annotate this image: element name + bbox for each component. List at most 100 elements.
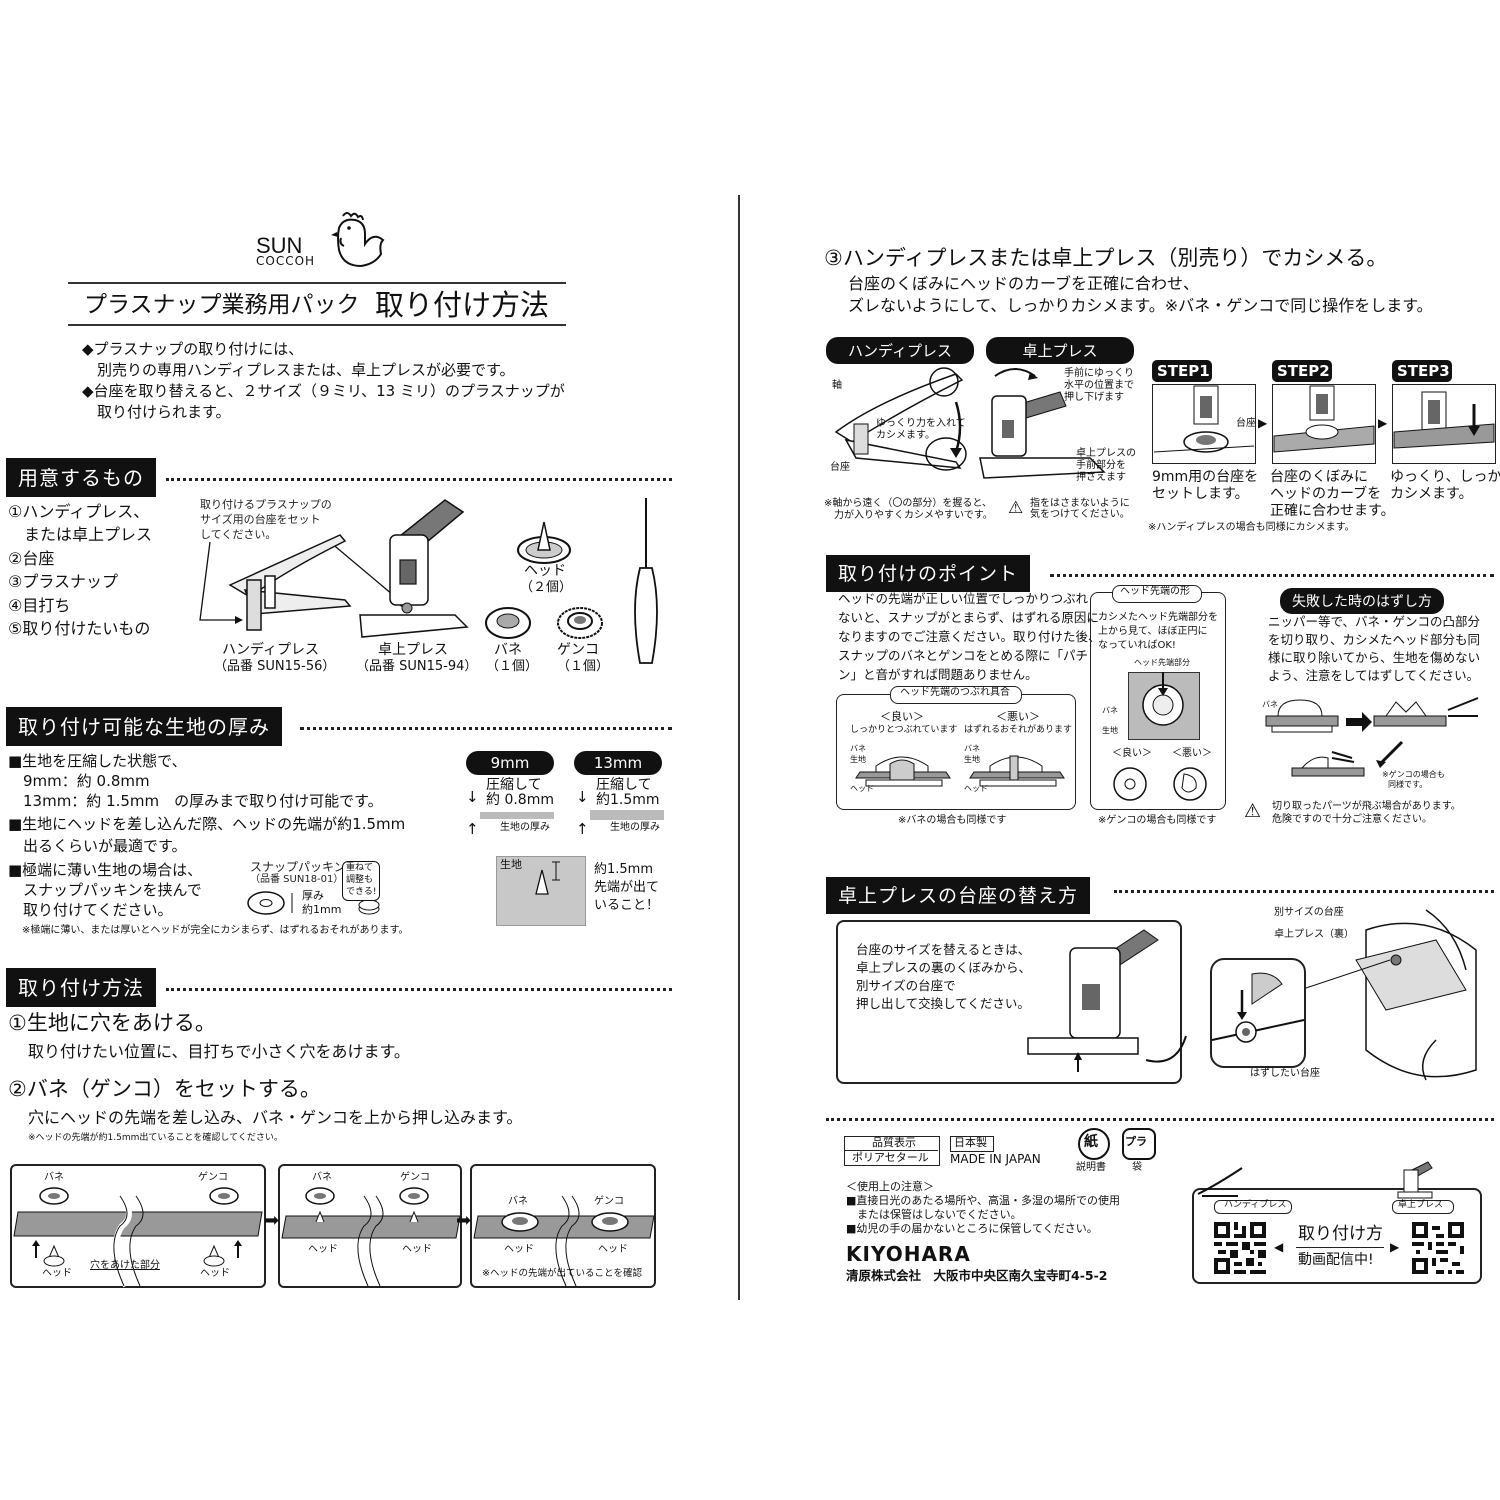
thickness-line-8: 取り付けてください。 — [8, 901, 173, 919]
quality-2: ポリアセタール — [852, 1151, 929, 1164]
crush-title: ヘッド先端のつぶれ具合 — [900, 687, 1010, 698]
fig2-genko: ゲンコ — [400, 1172, 430, 1183]
thickness-line-1: ■生地を圧縮した状態で、 — [8, 752, 187, 770]
assembly-box-1 — [10, 1164, 266, 1288]
genko-part-icon — [557, 607, 603, 639]
step2-title: ②バネ（ゲンコ）をセットする。 — [8, 1077, 321, 1101]
arrow-down-13: ↓ — [576, 788, 589, 806]
assembly-figure-2 — [281, 1187, 461, 1287]
packing-bubble — [342, 861, 380, 901]
points-text-2: ないと、スナップがとまらず、はずれる原因に — [838, 610, 1099, 625]
head-part-icon — [517, 521, 571, 564]
prepare-item-1b: または卓上プレス — [8, 525, 153, 544]
arrow-right-2: ➡ — [456, 1210, 472, 1231]
size-9mm-thick-label: 生地の厚み — [500, 822, 550, 833]
step1-desc: 取り付けたい位置に、目打ちで小さく穴をあけます。 — [28, 1042, 410, 1061]
shape-title: ヘッド先端の形 — [1120, 586, 1190, 597]
crush-good-sub: しっかりとつぶれています — [850, 725, 958, 735]
genko-part-qty: （１個） — [557, 659, 610, 674]
step-arrow-2: ▶ — [1378, 416, 1388, 430]
shape-part: ヘッド先端部分 — [1134, 658, 1190, 667]
shape-text-2: 上から見て、ほぼ正円に — [1098, 626, 1208, 637]
step2-desc-2: ヘッドのカーブを — [1270, 486, 1382, 502]
crush-head-r: ヘッド — [964, 784, 988, 793]
table-press-name: 卓上プレス — [378, 642, 448, 658]
assembly-box-3 — [470, 1164, 656, 1288]
slow-1: ゆっくり力を入れて — [876, 418, 966, 429]
tip-line-1: 約1.5mm — [594, 862, 654, 877]
head-part-qty: （２個） — [520, 580, 573, 595]
replace-box — [836, 920, 1182, 1084]
fig1-head-left: ヘッド — [42, 1268, 72, 1279]
warning-icon: ⚠ — [1008, 498, 1024, 518]
video-title: 取り付け方 — [1298, 1224, 1383, 1244]
pull-1: 手前にゆっくり — [1064, 368, 1134, 379]
fail-genko-2: 同様です。 — [1388, 780, 1428, 789]
arrow-up-13: ↑ — [576, 820, 589, 838]
step2-label — [1272, 360, 1332, 382]
table-press-code: （品番 SUN15-94） — [356, 659, 478, 674]
shape-text-3: なっていればOK! — [1098, 640, 1176, 651]
prepare-item-4: ④目打ち — [8, 596, 71, 615]
crush-kiji-l: 生地 — [850, 755, 866, 764]
handy-press-illustration — [228, 534, 352, 631]
qr-code-table — [1412, 1222, 1464, 1274]
pull-2: 水平の位置まで — [1064, 380, 1134, 391]
fig2-head-left: ヘッド — [308, 1244, 338, 1255]
bag-label: 袋 — [1132, 1162, 1142, 1173]
press-back-label: 卓上プレス（裏） — [1274, 929, 1354, 940]
size-13mm-value: 約1.5mm — [596, 792, 660, 808]
qr-press-table-icon — [1397, 1161, 1433, 1199]
thickness-note: ※極端に薄い、または厚いとヘッドが完全にカシまらず、はずれるおそれがあります。 — [22, 925, 409, 936]
packing-thickness-2: 約1mm — [302, 903, 342, 916]
paper-recycle-icon — [1078, 1128, 1110, 1160]
fig3-head-left: ヘッド — [504, 1244, 534, 1255]
bane-part-qty: （１個） — [486, 659, 539, 674]
section-label-replace: 卓上プレスの台座の替え方 — [826, 877, 1091, 914]
crush-bane-r: バネ — [964, 744, 980, 753]
fail-warn-1: 切り取ったパーツが飛ぶ場合があります。 — [1272, 801, 1461, 812]
points-text-3: なりますのでご注意ください。取り付けた後、 — [838, 629, 1101, 644]
fail-bane: バネ — [1262, 700, 1278, 709]
crush-kiji-r: 生地 — [964, 755, 980, 764]
step3-title: ③ハンディプレスまたは卓上プレス（別売り）でカシメる。 — [824, 246, 1388, 270]
intro-line-3: ◆台座を取り替えると、２サイズ（９ミリ、13 ミリ）のプラスナップが — [82, 382, 565, 400]
base-label-1: 台座 — [830, 462, 850, 473]
shape-photo-figure — [1142, 672, 1184, 726]
crush-title-bg — [890, 686, 1022, 704]
caution-1: ■直接日光のあたる場所や、高温・多湿の場所での使用 — [846, 1194, 1121, 1207]
step1-title: ①生地に穴をあける。 — [8, 1011, 216, 1035]
step2-note: ※ヘッドの先端が約1.5mm出ていることを確認してください。 — [28, 1133, 283, 1143]
section-label-method: 取り付け方法 — [6, 968, 156, 1007]
quality-1: 品質表示 — [872, 1136, 916, 1149]
fig3-genko: ゲンコ — [594, 1196, 624, 1207]
awl-tool-icon — [634, 498, 658, 664]
step2-figure — [1273, 385, 1375, 453]
size-9mm-pill: 9mm — [466, 751, 554, 775]
step3-desc-1: 台座のくぼみにヘッドのカーブを正確に合わせ、 — [848, 274, 1200, 293]
plastic-mark: プラ — [1125, 1135, 1147, 1148]
step1-desc-2: セットします。 — [1152, 486, 1249, 502]
shape-circles — [1113, 767, 1207, 801]
step1-label-text: STEP1 — [1157, 362, 1210, 380]
replace-text-3: 別サイズの台座で — [856, 978, 956, 993]
logo-coccoh: COCCOH — [256, 254, 316, 268]
prepare-item-5: ⑤取り付けたいもの — [8, 619, 151, 638]
chevron-left-icon: ◀ — [1274, 1240, 1284, 1254]
shape-text-1: カシメたヘッド先端部分を — [1098, 612, 1218, 623]
pull-3: 押し下げます — [1064, 392, 1124, 403]
company-address: 清原株式会社 大阪市中央区南久宝寺町4-5-2 — [846, 1268, 1108, 1283]
packing-bubble-2: 調整も — [346, 875, 374, 885]
section-label-thickness: 取り付け可能な生地の厚み — [6, 707, 282, 746]
replace-text-2: 卓上プレスの裏のくぼみから、 — [856, 960, 1032, 975]
crush-figures — [855, 755, 1065, 787]
qr-handy-label: ハンディプレス — [1224, 1200, 1287, 1210]
section-dots-points — [1050, 574, 1494, 577]
hold-1: 卓上プレスの — [1076, 448, 1136, 459]
bane-part-icon — [485, 607, 531, 639]
step1-desc-1: 9mm用の台座を — [1152, 469, 1259, 485]
step1-image — [1152, 384, 1256, 464]
packing-washer-icon — [247, 891, 380, 915]
crush-bane-l: バネ — [850, 744, 866, 753]
section-label-prepare: 用意するもの — [6, 458, 156, 497]
